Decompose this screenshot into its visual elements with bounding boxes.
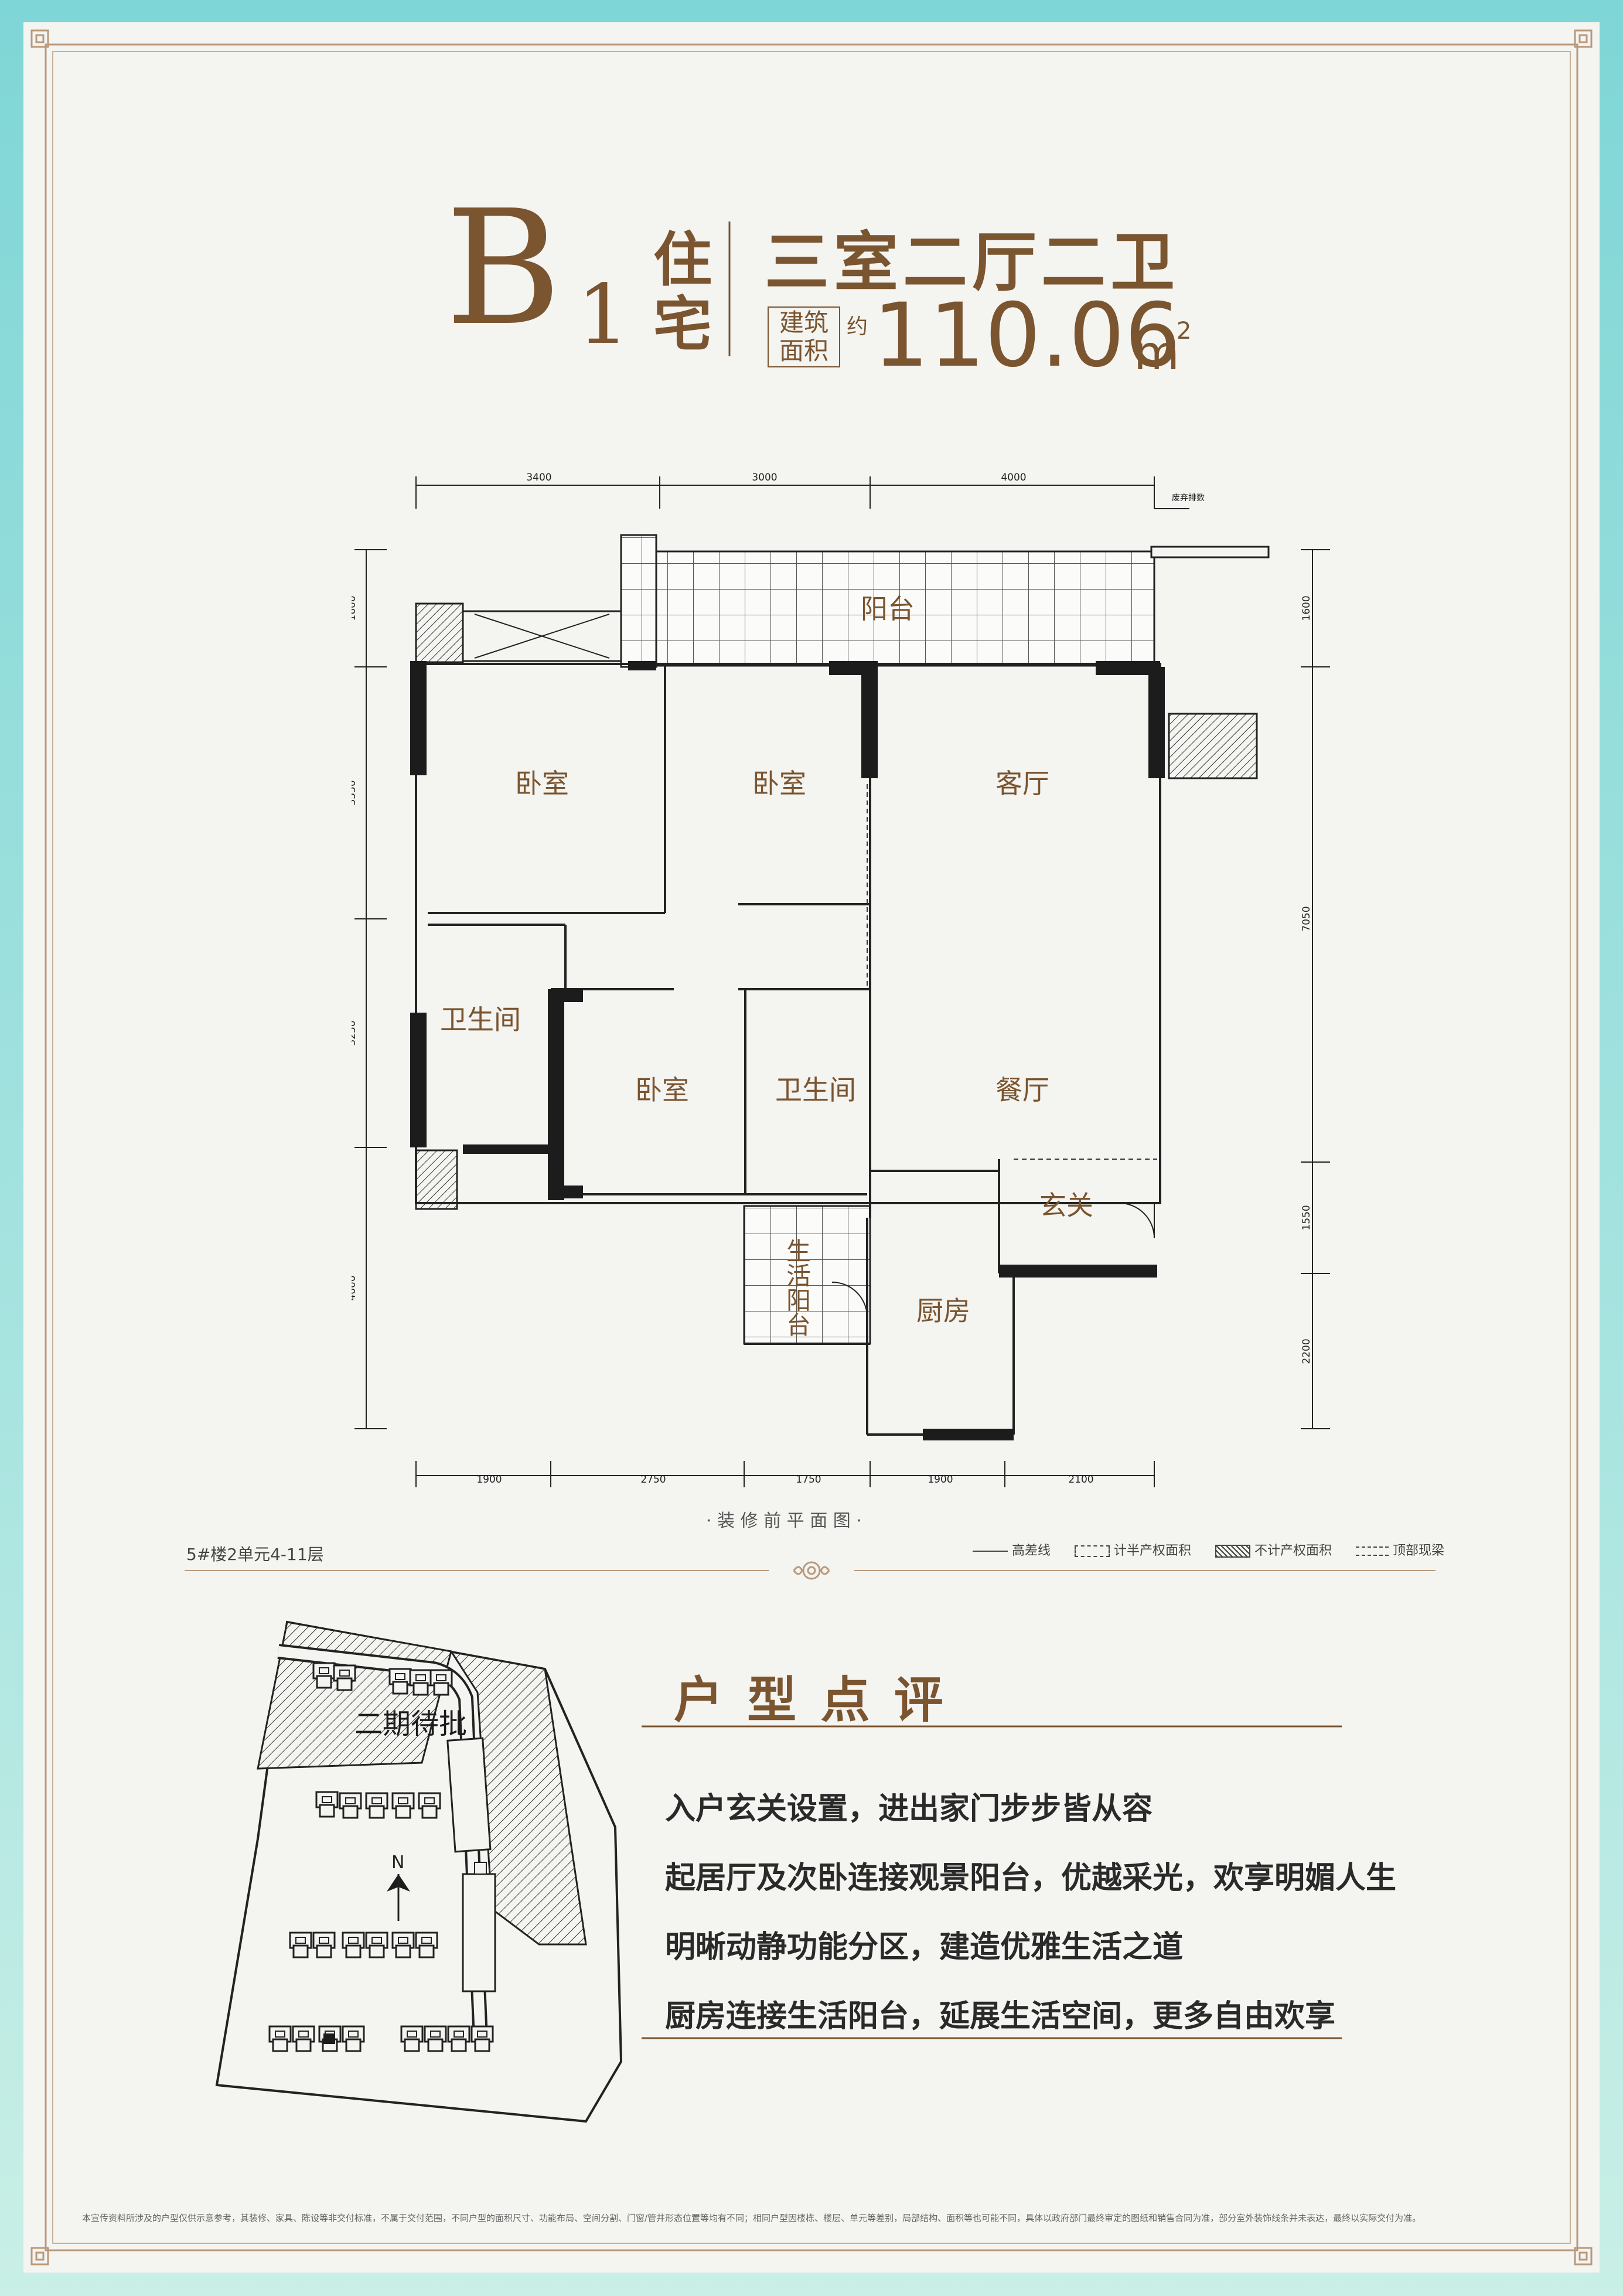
review-points: 入户玄关设置，进出家门步步皆从容 起居厅及次卧连接观景阳台，优越采光，欢享明媚人…	[665, 1774, 1396, 2051]
caption-dot-left: ·	[706, 1511, 718, 1531]
left-dim-2: 3550	[352, 780, 358, 805]
room-label-bath-1: 卫生间	[440, 1004, 521, 1035]
legend-beam-label: 顶部现梁	[1393, 1544, 1445, 1558]
legend-excluded-area-icon	[1215, 1545, 1251, 1558]
right-dim-3: 1550	[1301, 1205, 1312, 1230]
disclaimer: 本宣传资料所涉及的户型仅供示意参考，其装修、家具、陈设等非交付标准，不属于交付范…	[82, 2213, 1421, 2223]
area-value: 110.06	[873, 285, 1181, 387]
room-label-living: 客厅	[995, 768, 1049, 799]
legend-half-area-icon	[1075, 1545, 1110, 1557]
room-label-bedroom-1: 卧室	[515, 768, 569, 799]
left-dim-3: 3250	[352, 1020, 358, 1045]
legend-excluded-area-label: 不计产权面积	[1254, 1544, 1332, 1558]
unit-type-letter: B	[445, 176, 562, 360]
review-point: 起居厅及次卧连接观景阳台，优越采光，欢享明媚人生	[665, 1860, 1397, 1896]
room-label-dining: 餐厅	[995, 1074, 1049, 1106]
bottom-dim-2: 2750	[640, 1474, 666, 1486]
unit-type-number: 1	[577, 267, 630, 363]
room-label-bedroom-3: 卧室	[635, 1074, 689, 1106]
usage-char-bottom: 宅	[653, 289, 712, 359]
room-label-balcony: 阳台	[861, 593, 915, 625]
unit-layout: 三室二厅二卫	[765, 224, 1179, 300]
review-point: 明晰动静功能分区，建造优雅生活之道	[665, 1929, 1184, 1965]
floor-plan: 阳台 卧室 卧室 客厅 卫生间 卧室 卫生间 餐厅 玄关 厨房 生活阳台 340…	[352, 472, 1330, 1487]
room-label-bedroom-2: 卧室	[752, 768, 806, 799]
ornament-icon	[793, 1561, 830, 1580]
review-point: 厨房连接生活阳台，延展生活空间，更多自由欢享	[665, 1998, 1336, 2034]
poster-sheet: B 1 住 宅 三室二厅二卫 建筑 面积 约 110.06 m 2	[23, 22, 1600, 2273]
legend-step-line-icon	[973, 1551, 1008, 1552]
legend: 高差线 计半产权面积 不计产权面积 顶部现梁	[973, 1540, 1444, 1561]
legend-beam-icon	[1356, 1546, 1389, 1556]
left-dim-1: 1600	[352, 595, 358, 621]
right-dim-4: 2200	[1301, 1338, 1312, 1364]
area-label: 建筑 面积	[768, 306, 840, 367]
phase-two-label: 二期待批	[354, 1708, 467, 1740]
usage-char-top: 住	[653, 225, 712, 294]
top-dim-2: 3000	[752, 472, 777, 483]
plan-caption: · 装 修 前 平 面 图 ·	[706, 1511, 862, 1532]
bottom-dim-1: 1900	[476, 1474, 502, 1486]
bottom-dim-3: 1750	[796, 1474, 821, 1486]
north-label: N	[391, 1852, 404, 1873]
area-unit: m	[1134, 326, 1179, 380]
floor-info: 5#楼2单元4-11层	[186, 1545, 324, 1564]
review-title: 户 型 点 评	[674, 1671, 947, 1729]
bottom-dim-4: 1900	[928, 1474, 953, 1486]
legend-step-line-label: 高差线	[1012, 1544, 1051, 1558]
area-label-line1: 建筑	[779, 308, 828, 337]
top-right-note: 废弃排数	[1172, 493, 1205, 503]
left-dim-4: 4000	[352, 1275, 358, 1300]
legend-half-area-label: 计半产权面积	[1114, 1544, 1192, 1558]
room-label-foyer: 玄关	[1039, 1190, 1093, 1221]
area-label-line2: 面积	[779, 336, 828, 365]
site-plan: N 二期待批	[215, 1620, 623, 2123]
top-dim-3: 4000	[1001, 472, 1026, 483]
plan-caption-text: 装 修 前 平 面 图	[717, 1511, 851, 1531]
top-dim-1: 3400	[526, 472, 551, 483]
decorative-frame	[30, 29, 1593, 2266]
caption-dot-right: ·	[850, 1511, 862, 1531]
room-label-service-balcony: 生活阳台	[783, 1238, 812, 1337]
review-point: 入户玄关设置，进出家门步步皆从容	[665, 1791, 1153, 1827]
area-unit-superscript: 2	[1177, 318, 1192, 345]
current-building-marker	[323, 2033, 335, 2044]
approx-label: 约	[847, 315, 868, 339]
right-dim-1: 1600	[1301, 595, 1312, 621]
room-label-kitchen: 厨房	[916, 1295, 970, 1327]
north-arrow-icon	[387, 1874, 410, 1921]
bottom-dim-5: 2100	[1068, 1474, 1093, 1486]
right-dim-2: 7050	[1301, 906, 1312, 931]
room-label-bath-2: 卫生间	[775, 1074, 856, 1106]
